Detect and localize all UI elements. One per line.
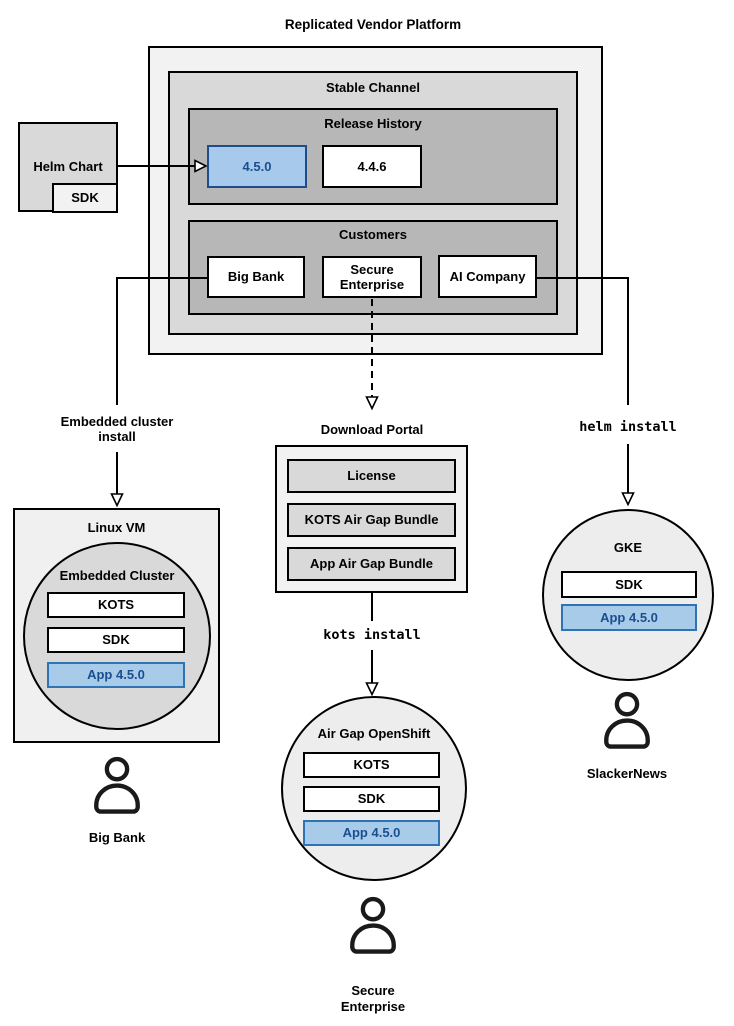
app-label: App 4.5.0: [342, 825, 401, 841]
download-portal-title: Download Portal: [320, 422, 424, 437]
component-label: KOTS: [97, 597, 135, 613]
customer-name: Secure Enterprise: [339, 261, 405, 292]
portal-item-label: License: [347, 468, 396, 484]
flow-label-helm-install: helm install: [579, 419, 677, 435]
portal-item-kots-airgap-bundle: KOTS Air Gap Bundle: [287, 503, 456, 537]
customer-name: Big Bank: [227, 269, 285, 285]
customer-secure-enterprise: Secure Enterprise: [322, 256, 422, 298]
customer-ai-company: AI Company: [438, 255, 537, 298]
user-name: Secure Enterprise: [340, 983, 406, 1014]
diagram-title: Replicated Vendor Platform: [284, 17, 462, 32]
app-label: App 4.5.0: [600, 609, 658, 625]
release-box-4-4-6: 4.4.6: [322, 145, 422, 188]
release-history-title: Release History: [324, 116, 422, 131]
component-sdk: SDK: [303, 786, 440, 812]
embedded-cluster-title: Embedded Cluster: [59, 568, 175, 583]
release-version: 4.5.0: [242, 158, 272, 174]
release-box-4-5-0: 4.5.0: [207, 145, 307, 188]
arrowhead-download-portal: [365, 396, 379, 411]
flow-label-kots-install: kots install: [323, 627, 421, 643]
user-label-slackernews: SlackerNews: [586, 766, 668, 781]
release-version: 4.4.6: [357, 158, 387, 174]
stable-channel-title: Stable Channel: [326, 80, 420, 95]
arrowhead-openshift: [365, 682, 379, 697]
component-label: SDK: [615, 576, 643, 592]
app-box-big-bank: App 4.5.0: [47, 662, 185, 688]
flow-label-embedded-cluster-install: Embedded cluster install: [60, 414, 174, 445]
customer-big-bank: Big Bank: [207, 256, 305, 298]
openshift-title: Air Gap OpenShift: [317, 726, 431, 741]
component-label: SDK: [357, 791, 386, 807]
person-icon-slackernews: [600, 691, 654, 753]
component-label: KOTS: [353, 757, 390, 773]
helm-sdk-label: SDK: [71, 190, 99, 206]
person-icon-secure-enterprise: [346, 896, 400, 958]
component-sdk: SDK: [561, 571, 697, 598]
app-label: App 4.5.0: [87, 667, 145, 683]
app-box-slackernews: App 4.5.0: [561, 604, 697, 631]
user-label-secure-enterprise: Secure Enterprise: [303, 968, 443, 1014]
portal-item-app-airgap-bundle: App Air Gap Bundle: [287, 547, 456, 581]
component-kots: KOTS: [47, 592, 185, 618]
portal-item-label: App Air Gap Bundle: [309, 556, 434, 572]
helm-chart-label: Helm Chart: [33, 159, 103, 174]
component-kots: KOTS: [303, 752, 440, 778]
component-label: SDK: [102, 632, 130, 648]
user-label-big-bank: Big Bank: [88, 830, 146, 845]
portal-item-label: KOTS Air Gap Bundle: [304, 512, 439, 528]
helm-sdk-box: SDK: [52, 183, 118, 213]
person-icon-big-bank: [90, 756, 144, 818]
app-box-secure-enterprise: App 4.5.0: [303, 820, 440, 846]
customers-title: Customers: [339, 227, 407, 242]
linux-vm-title: Linux VM: [87, 520, 146, 535]
arrowhead-linux-vm: [110, 493, 124, 508]
gke-title: GKE: [613, 540, 643, 555]
component-sdk: SDK: [47, 627, 185, 653]
customer-name: AI Company: [449, 268, 526, 284]
arrowhead-gke: [621, 492, 635, 507]
portal-item-license: License: [287, 459, 456, 493]
